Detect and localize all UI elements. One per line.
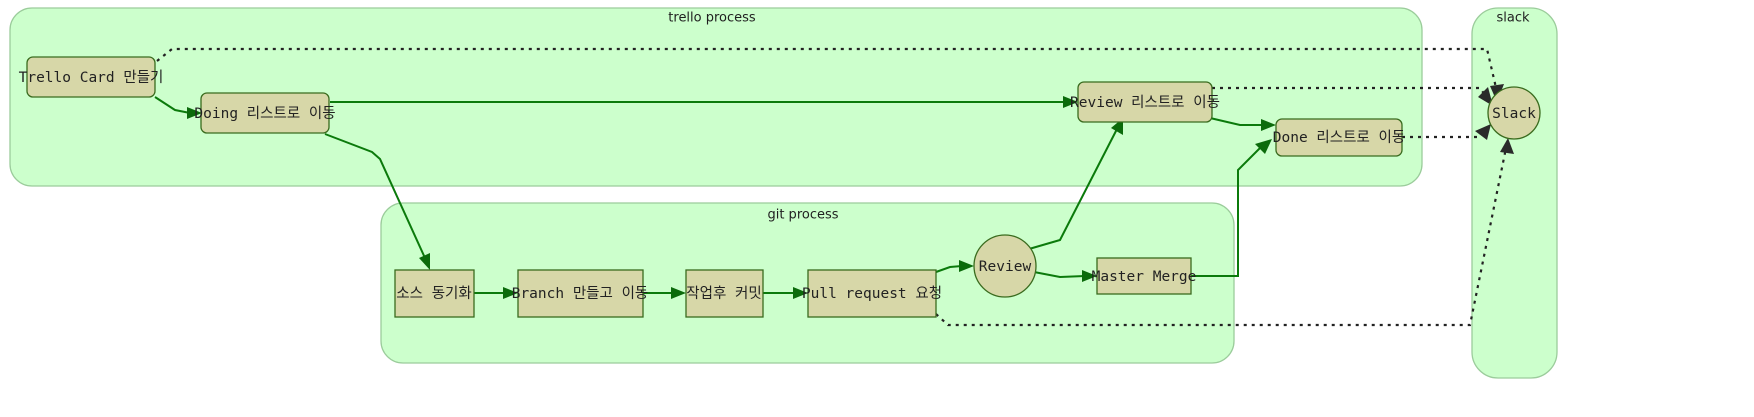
cluster-git-label: git process — [767, 208, 838, 223]
cluster-slack: slack — [1471, 7, 1558, 379]
node-master-merge-label: Master Merge — [1092, 269, 1197, 285]
node-review-list-rect[interactable] — [1077, 81, 1213, 123]
node-review-label: Review — [979, 259, 1032, 275]
edge-commit-to-pull-request — [763, 287, 808, 299]
cluster-trello-process: trello process — [9, 7, 1423, 187]
node-master-merge-rect[interactable] — [1096, 257, 1192, 295]
edge-pull-request-to-slack — [935, 138, 1514, 327]
edge-review-list-to-done-list — [1209, 117, 1276, 131]
node-master-merge[interactable]: Master Merge — [1092, 257, 1197, 295]
node-review[interactable]: Review — [973, 234, 1037, 298]
node-slack-label: Slack — [1492, 106, 1536, 122]
edge-done-list-to-slack — [1402, 124, 1491, 140]
node-branch-move-rect[interactable] — [517, 269, 644, 318]
edge-review-list-to-slack — [1212, 86, 1493, 106]
edge-pull-request-to-review — [935, 260, 974, 273]
node-review-circle[interactable] — [973, 234, 1037, 298]
node-done-list[interactable]: Done 리스트로 이동 — [1273, 118, 1405, 157]
node-doing-list[interactable]: Doing 리스트로 이동 — [194, 92, 336, 134]
edge-doing-to-src-sync — [324, 133, 430, 270]
edge-branch-to-commit — [643, 287, 686, 299]
node-branch-move-label: Branch 만들고 이동 — [512, 285, 649, 302]
edge-trello-card-to-doing — [154, 96, 202, 119]
node-done-list-label: Done 리스트로 이동 — [1273, 129, 1405, 146]
node-pull-request-label: Pull request 요청 — [802, 285, 942, 302]
node-doing-list-label: Doing 리스트로 이동 — [194, 105, 335, 122]
node-doing-list-rect[interactable] — [200, 92, 330, 134]
node-pull-request-rect[interactable] — [807, 269, 937, 318]
node-group: Trello Card 만들기 Doing 리스트로 이동 Review 리스트… — [19, 56, 1541, 318]
node-review-list[interactable]: Review 리스트로 이동 — [1070, 81, 1220, 123]
edge-review-to-master-merge — [1033, 270, 1097, 282]
edge-src-sync-to-branch — [474, 287, 518, 299]
node-trello-card-rect[interactable] — [26, 56, 156, 98]
cluster-slack-rect — [1471, 7, 1558, 379]
node-slack-circle[interactable] — [1487, 86, 1541, 140]
node-branch-move[interactable]: Branch 만들고 이동 — [512, 269, 649, 318]
node-src-sync-rect[interactable] — [394, 269, 475, 318]
cluster-trello-rect — [9, 7, 1423, 187]
node-slack[interactable]: Slack — [1487, 86, 1541, 140]
edge-group-solid — [154, 96, 1276, 299]
cluster-slack-label: slack — [1496, 11, 1529, 26]
node-commit[interactable]: 작업후 커밋 — [685, 269, 764, 318]
node-review-list-label: Review 리스트로 이동 — [1070, 94, 1220, 111]
node-commit-rect[interactable] — [685, 269, 764, 318]
edge-master-merge-to-done-list — [1191, 139, 1272, 277]
node-trello-card[interactable]: Trello Card 만들기 — [19, 56, 164, 98]
edge-doing-to-review-list — [330, 96, 1078, 108]
node-pull-request[interactable]: Pull request 요청 — [802, 269, 942, 318]
node-src-sync-label: 소스 동기화 — [396, 285, 471, 302]
node-src-sync[interactable]: 소스 동기화 — [394, 269, 475, 318]
node-trello-card-label: Trello Card 만들기 — [19, 69, 164, 86]
cluster-trello-label: trello process — [668, 11, 756, 26]
node-done-list-rect[interactable] — [1275, 118, 1403, 157]
node-commit-label: 작업후 커밋 — [686, 285, 761, 302]
